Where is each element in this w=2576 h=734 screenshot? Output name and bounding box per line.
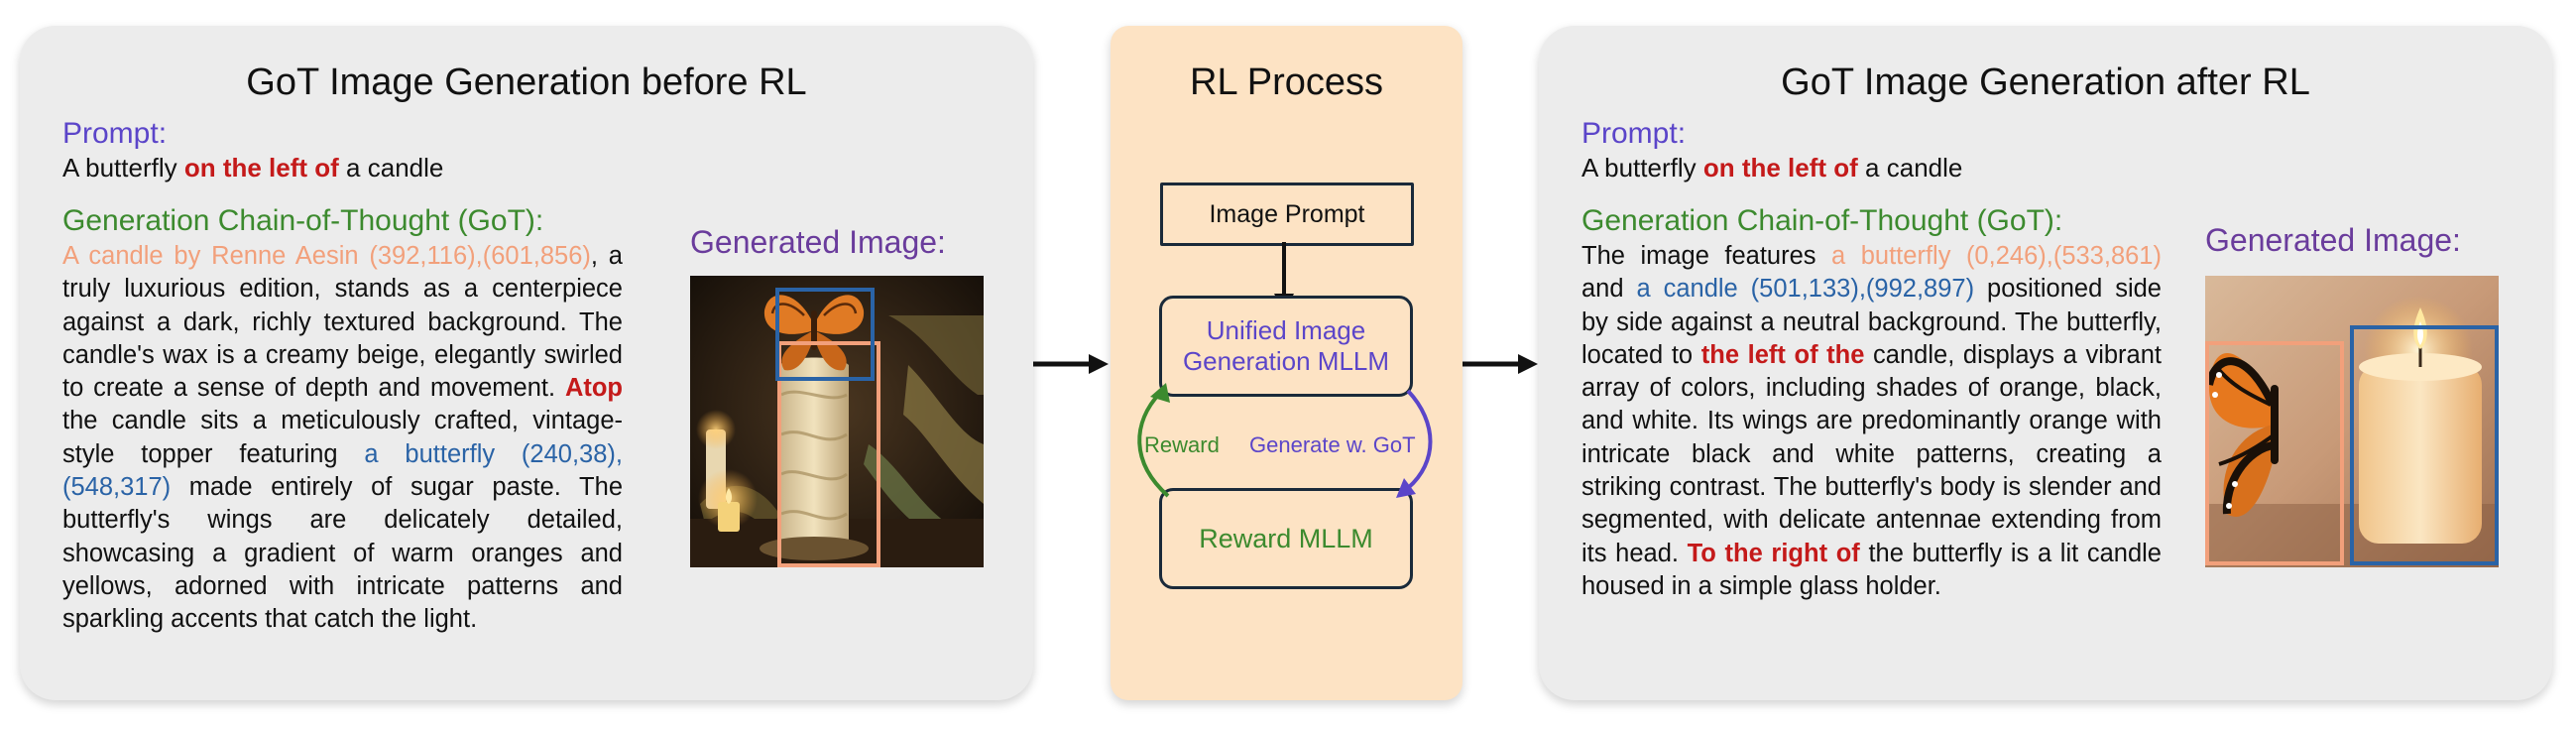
- generated-image-heading: Generated Image:: [690, 224, 946, 260]
- panel-after-rl: GoT Image Generation after RL Prompt: A …: [1539, 26, 2552, 700]
- butterfly-span: a butterfly (240,38),(548,317): [62, 439, 623, 502]
- got-heading: Generation Chain-of-Thought (GoT):: [1581, 204, 2063, 237]
- candle-span: a candle (501,133),(992,897): [1636, 275, 1975, 304]
- got-text: The image features a butterfly (0,246),(…: [1581, 242, 2162, 600]
- panel-rl-process: RL Process Image Prompt Unified Image Ge…: [1111, 26, 1463, 700]
- prompt-highlight: on the left of: [183, 153, 339, 183]
- butterfly-span: a butterfly (0,246),(533,861): [1831, 242, 2162, 270]
- generate-label: Generate w. GoT: [1249, 432, 1416, 457]
- panel-title: GoT Image Generation before RL: [246, 61, 807, 103]
- reward-mllm-box: Reward MLLM: [1159, 488, 1413, 589]
- prompt-heading: Prompt:: [62, 117, 168, 150]
- panel-before-rl: GoT Image Generation before RL Prompt: A…: [20, 26, 1033, 700]
- left-of-highlight: the left of the: [1700, 340, 1865, 369]
- unified-mllm-box: Unified Image Generation MLLM: [1159, 296, 1413, 397]
- got-heading: Generation Chain-of-Thought (GoT):: [62, 204, 544, 237]
- prompt-highlight: on the left of: [1702, 153, 1858, 183]
- panel-title: RL Process: [1190, 61, 1383, 103]
- arrow-middle-to-right: [1463, 354, 1538, 374]
- feedback-arrows: [1137, 383, 1433, 498]
- reward-label: Reward: [1144, 432, 1220, 457]
- prompt-heading: Prompt:: [1581, 117, 1687, 150]
- prompt-text: A butterfly on the left of a candle: [62, 153, 444, 183]
- right-of-highlight: To the right of: [1687, 539, 1860, 567]
- generated-image-heading: Generated Image:: [2205, 222, 2461, 258]
- candle-span: A candle by Renne Aesin (392,116),(601,8…: [62, 242, 591, 270]
- image-prompt-box: Image Prompt: [1160, 183, 1414, 246]
- atop-highlight: Atop: [564, 374, 623, 403]
- prompt-text: A butterfly on the left of a candle: [1581, 153, 1963, 183]
- got-text: A candle by Renne Aesin (392,116),(601,8…: [62, 242, 623, 634]
- generated-image-butterfly-candle: [2205, 276, 2499, 567]
- panel-title: GoT Image Generation after RL: [1781, 61, 2310, 103]
- generated-image-candle-topper: [690, 276, 984, 567]
- arrow-left-to-middle: [1033, 354, 1109, 374]
